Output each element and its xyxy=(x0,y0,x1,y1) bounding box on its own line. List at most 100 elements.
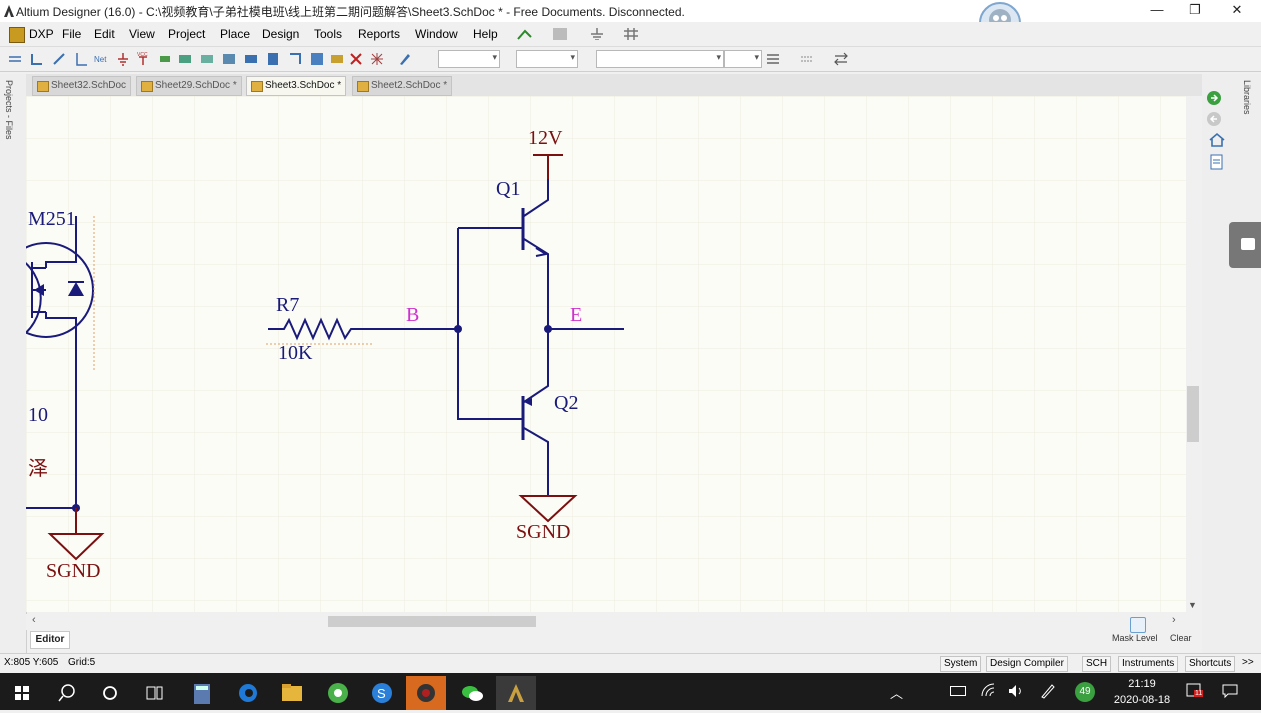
editor-tab[interactable]: Editor xyxy=(30,631,70,649)
clear-button[interactable]: Clear xyxy=(1170,633,1192,643)
m251-mosfet[interactable] xyxy=(26,216,105,561)
projects-panel-strip[interactable] xyxy=(0,74,27,654)
menu-help[interactable]: Help xyxy=(473,27,498,41)
align-icon[interactable] xyxy=(766,52,780,66)
horizontal-scrollbar[interactable] xyxy=(26,614,1200,630)
bus-entry-icon[interactable] xyxy=(52,52,66,66)
harness-icon[interactable] xyxy=(74,52,88,66)
status-shortcuts-button[interactable]: Shortcuts xyxy=(1185,656,1236,672)
vertical-scrollbar[interactable] xyxy=(1186,96,1200,612)
line-style-icon[interactable] xyxy=(800,52,814,66)
color-combo[interactable] xyxy=(724,50,762,68)
notification-icon[interactable]: 11 xyxy=(1186,682,1204,700)
status-more-button[interactable]: >> xyxy=(1242,657,1254,668)
wiring-tool-icon[interactable] xyxy=(517,27,533,41)
menu-project[interactable]: Project xyxy=(168,27,206,41)
device-sheet-icon[interactable] xyxy=(222,52,236,66)
schematic-drawing[interactable] xyxy=(26,96,1200,612)
gnd-symbol[interactable] xyxy=(518,495,578,523)
net-label-b[interactable]: B xyxy=(406,304,420,326)
libraries-panel-label[interactable]: Libraries xyxy=(1242,80,1252,115)
menu-place[interactable]: Place xyxy=(220,27,251,41)
scroll-left-arrow[interactable]: ‹ xyxy=(32,614,36,626)
vcc-port-icon[interactable]: VCC xyxy=(136,52,150,66)
sheet-symbol-icon[interactable] xyxy=(178,52,192,66)
distribute-icon[interactable] xyxy=(834,52,848,66)
menu-view[interactable]: View xyxy=(129,27,155,41)
sheet-entry-icon[interactable] xyxy=(200,52,214,66)
grid-tool-icon[interactable] xyxy=(624,28,638,40)
menu-reports[interactable]: Reports xyxy=(358,27,401,41)
status-instruments-button[interactable]: Instruments xyxy=(1118,656,1179,672)
menu-window[interactable]: Window xyxy=(415,27,458,41)
tab-sheet32[interactable]: Sheet32.SchDoc xyxy=(32,76,132,96)
recording-app-icon[interactable] xyxy=(406,676,446,710)
scroll-down-arrow[interactable]: ▼ xyxy=(1188,600,1197,610)
maximize-button[interactable]: ❐ xyxy=(1189,2,1201,17)
calculator-icon[interactable] xyxy=(182,676,222,710)
system-clock[interactable]: 21:19 2020-08-18 xyxy=(1110,676,1174,708)
wifi-icon[interactable] xyxy=(980,682,996,701)
tab-sheet3[interactable]: Sheet3.SchDoc * xyxy=(246,76,347,96)
minimize-button[interactable]: — xyxy=(1150,2,1164,17)
schematic-canvas[interactable]: 12V Q1 Q2 R7 10K B E SGND SGND M251 10 泽 xyxy=(26,96,1200,612)
file-explorer-icon[interactable] xyxy=(272,676,312,710)
q2-transistor[interactable] xyxy=(521,330,549,496)
search-icon[interactable] xyxy=(46,676,86,710)
close-button[interactable]: ✕ xyxy=(1231,2,1243,17)
bus-icon[interactable] xyxy=(30,52,44,66)
wechat-icon[interactable] xyxy=(452,676,492,710)
off-sheet-icon[interactable] xyxy=(266,52,280,66)
no-erc-icon[interactable] xyxy=(349,52,363,66)
action-center-icon[interactable] xyxy=(1222,683,1238,702)
directive-icon[interactable] xyxy=(288,52,302,66)
pen-tray-icon[interactable] xyxy=(1040,683,1056,702)
tab-sheet29[interactable]: Sheet29.SchDoc * xyxy=(136,76,242,96)
chrome-like-icon[interactable] xyxy=(318,676,358,710)
net-wire-icon[interactable] xyxy=(8,52,22,66)
edge-browser-icon[interactable] xyxy=(228,676,268,710)
pcb-layout-icon[interactable] xyxy=(370,52,384,66)
tray-chevron-icon[interactable]: ︿ xyxy=(890,686,904,701)
port-icon[interactable] xyxy=(244,52,258,66)
menu-dxp[interactable]: DXP xyxy=(29,27,54,41)
menu-file[interactable]: File xyxy=(62,27,82,41)
forward-icon[interactable] xyxy=(1206,90,1222,106)
mask-level-button[interactable]: Mask Level xyxy=(1112,633,1158,643)
sheet-tool-icon[interactable] xyxy=(553,28,567,40)
r7-resistor[interactable] xyxy=(266,317,372,345)
base-wires[interactable] xyxy=(372,227,624,420)
home-icon[interactable] xyxy=(1209,132,1225,148)
battery-icon[interactable] xyxy=(950,686,966,696)
net-label-e[interactable]: E xyxy=(570,304,583,326)
back-icon[interactable] xyxy=(1206,111,1222,127)
projects-panel-label[interactable]: Projects - Files xyxy=(4,80,14,140)
tray-badge[interactable]: 49 xyxy=(1075,682,1095,702)
power-port-12v[interactable] xyxy=(533,154,563,179)
menu-design[interactable]: Design xyxy=(262,27,300,41)
net-label-icon[interactable]: Net xyxy=(94,52,108,66)
document-icon[interactable] xyxy=(1210,154,1224,170)
style-combo[interactable] xyxy=(596,50,724,68)
floating-panel-handle[interactable] xyxy=(1229,222,1261,268)
start-icon[interactable] xyxy=(2,676,42,710)
task-view-icon[interactable] xyxy=(134,676,174,710)
status-design-compiler-button[interactable]: Design Compiler xyxy=(986,656,1068,672)
scroll-right-arrow[interactable]: › xyxy=(1172,614,1176,626)
sogou-icon[interactable]: S xyxy=(362,676,402,710)
tab-sheet2[interactable]: Sheet2.SchDoc * xyxy=(352,76,453,96)
horizontal-scroll-thumb[interactable] xyxy=(328,616,536,627)
ground-tool-icon[interactable] xyxy=(590,28,604,41)
font-combo[interactable] xyxy=(438,50,500,68)
probe-icon[interactable] xyxy=(330,52,344,66)
compile-mask-icon[interactable] xyxy=(310,52,324,66)
volume-icon[interactable] xyxy=(1008,684,1024,701)
gnd-port-icon[interactable] xyxy=(116,52,130,66)
menu-tools[interactable]: Tools xyxy=(314,27,343,41)
q1-transistor[interactable] xyxy=(521,179,549,330)
mask-slider-icon[interactable] xyxy=(1130,617,1146,633)
menu-edit[interactable]: Edit xyxy=(94,27,115,41)
status-sch-button[interactable]: SCH xyxy=(1082,656,1112,672)
vertical-scroll-thumb[interactable] xyxy=(1187,386,1199,442)
pen-icon[interactable] xyxy=(398,52,412,66)
